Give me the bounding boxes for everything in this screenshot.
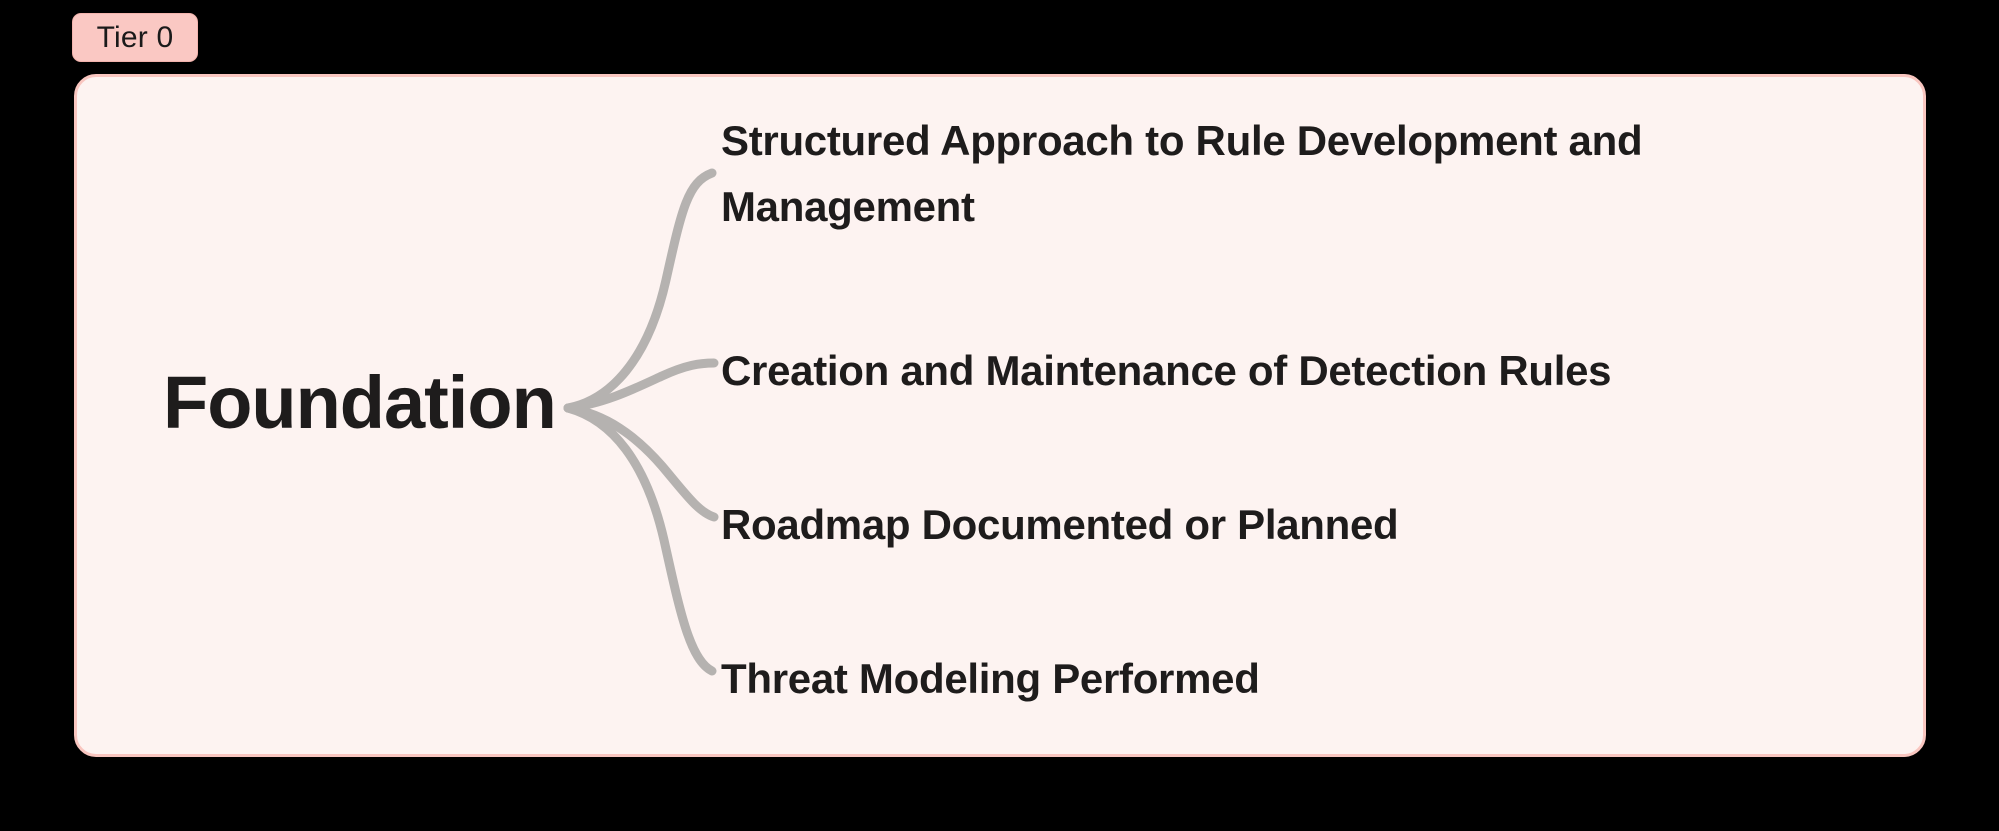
mindmap-root-node: Foundation [163,361,557,444]
tier-panel [74,74,1926,757]
mindmap-leaf-node: Roadmap Documented or Planned [721,501,1399,548]
mindmap-leaf-node: Threat Modeling Performed [721,655,1260,702]
mindmap-leaf-node: Structured Approach to Rule Development … [721,117,1643,231]
tier-badge: Tier 0 [72,13,198,62]
mindmap-leaf-node: Creation and Maintenance of Detection Ru… [721,347,1612,394]
tier-badge-label: Tier 0 [96,20,174,54]
